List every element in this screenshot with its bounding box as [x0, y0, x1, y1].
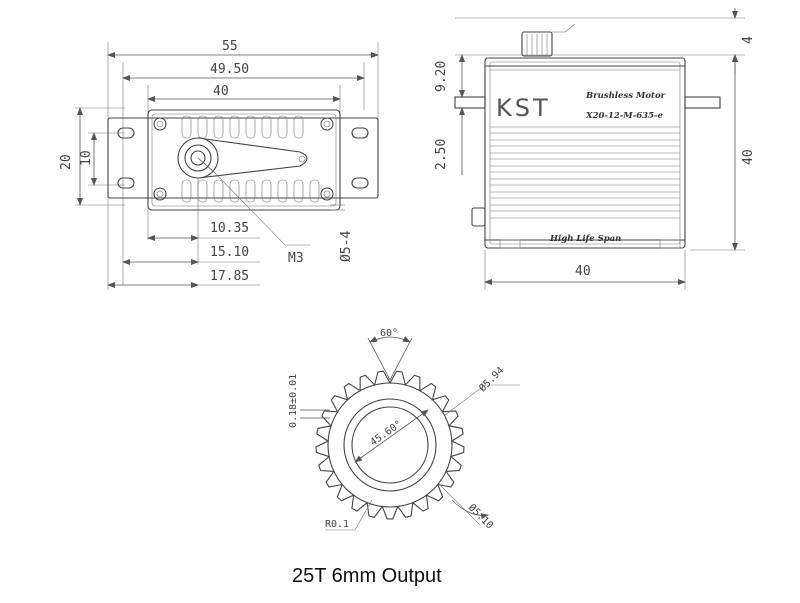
- dim-40: 40: [213, 84, 229, 99]
- label-model: X20-12-M-635-e: [585, 111, 664, 121]
- tooth-tolerance-label: 0.18±0.01: [288, 374, 299, 428]
- dim-4: 4: [741, 36, 756, 44]
- caption: 25T 6mm Output: [292, 565, 442, 587]
- side-view: 9.20 2.50 4 40: [434, 8, 756, 290]
- servo-body: [484, 57, 686, 249]
- root-dia-label: Ø5.10: [466, 502, 496, 532]
- outer-dia-label: Ø5.94: [477, 364, 507, 394]
- angle-60-label: 60°: [380, 328, 398, 339]
- brand-logo-text: KST: [496, 94, 551, 122]
- servo-case-top: [147, 109, 341, 211]
- dim-9-20: 9.20: [434, 61, 449, 92]
- mounting-holes: [117, 127, 369, 189]
- screw-m3-label: M3: [288, 251, 304, 266]
- dim-49-50: 49.50: [210, 62, 249, 77]
- dim-55: 55: [222, 39, 238, 54]
- dim-10: 10: [79, 150, 94, 166]
- servo-flange: [107, 117, 379, 199]
- label-brushless-motor: Brushless Motor: [585, 91, 666, 101]
- mounting-ear-left: [454, 96, 486, 109]
- top-view: 55 49.50 40 20 10: [59, 39, 379, 290]
- dim-2-50: 2.50: [434, 139, 449, 170]
- radius-label: R0.1: [325, 519, 349, 530]
- dim-20: 20: [59, 154, 74, 170]
- cable-exit: [471, 207, 486, 227]
- servo-arm: [197, 137, 308, 179]
- label-high-life-span: High Life Span: [549, 234, 621, 244]
- cooling-fins: [490, 126, 680, 219]
- dim-17-85: 17.85: [210, 269, 249, 284]
- inner-angle-label: 45.60°: [368, 419, 404, 449]
- case-screws: [153, 117, 334, 201]
- dim-width-40: 40: [575, 264, 591, 279]
- spline-gear-teeth: [315, 370, 465, 520]
- spline-detail: 60° 0.18±0.01 Ø5.94 45.60° Ø5.10 R0.1: [288, 328, 520, 531]
- dim-10-35: 10.35: [210, 221, 249, 236]
- cooling-slots: [181, 115, 320, 203]
- dim-height-40: 40: [741, 149, 756, 165]
- hole-dim-label: Ø5-4: [339, 231, 354, 262]
- mounting-ear-right: [684, 96, 721, 109]
- spline-teeth-outline: [315, 370, 465, 520]
- dim-15-10: 15.10: [210, 245, 249, 260]
- output-spline: [521, 31, 553, 57]
